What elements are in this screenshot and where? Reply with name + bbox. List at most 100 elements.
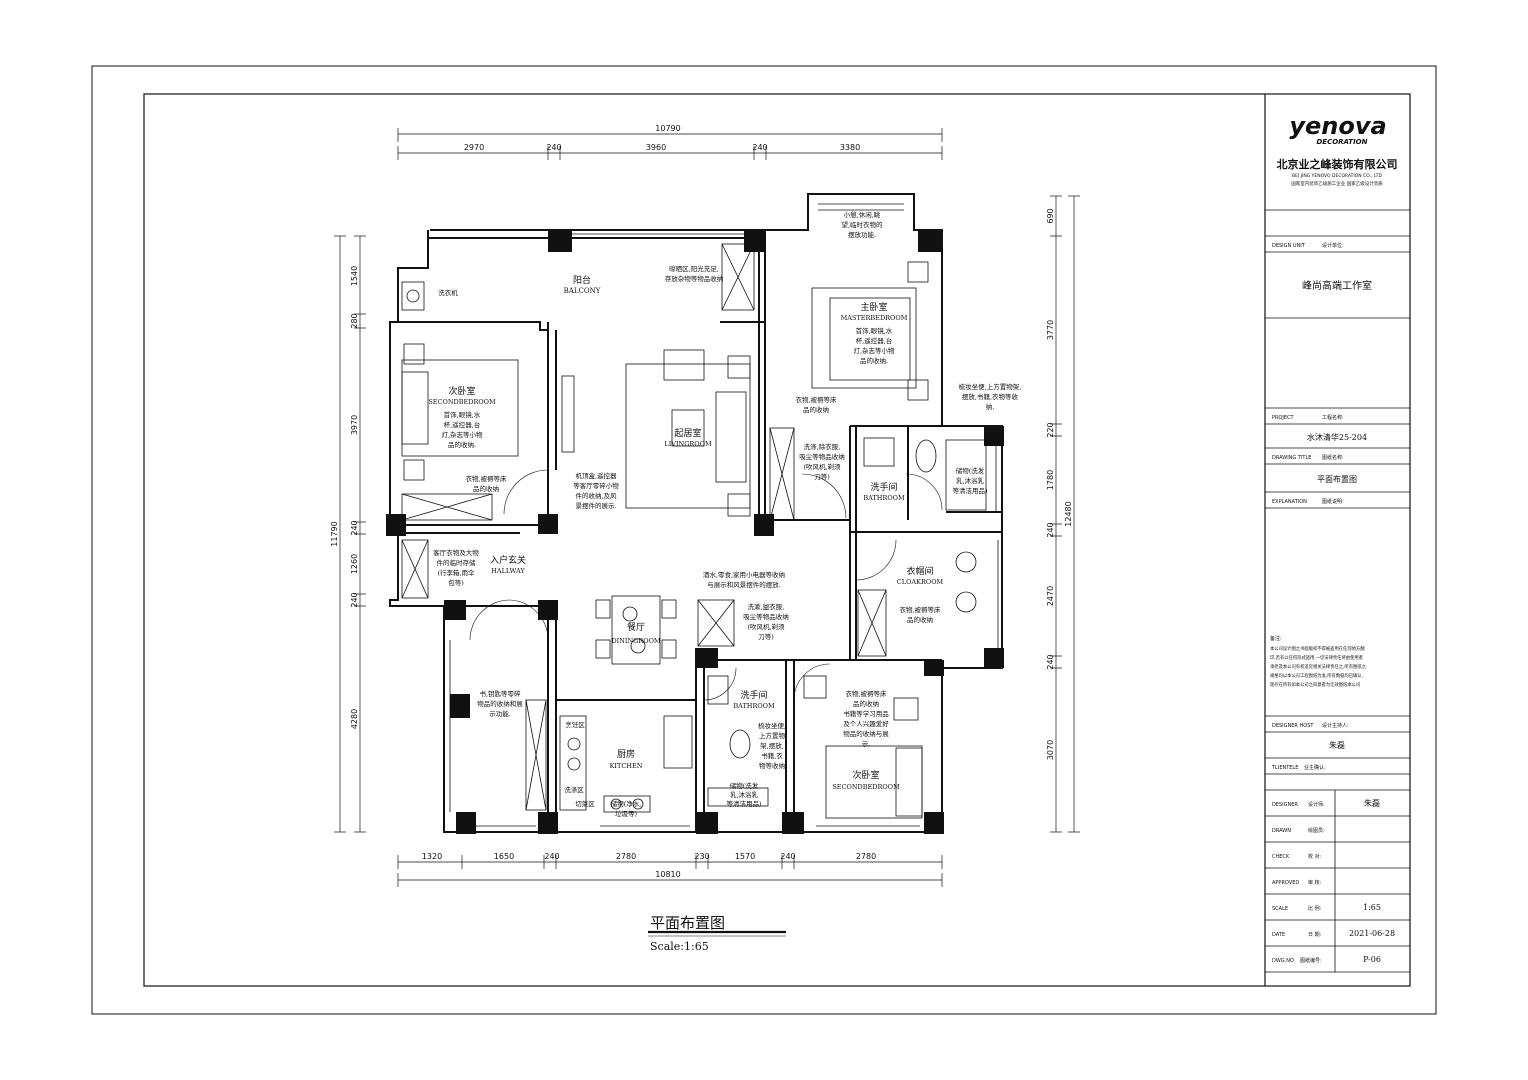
room-note: 垃圾等) [615,809,638,818]
remarks-line: 现存在所有如本公司之同意者为无效图纸本公司 [1270,681,1360,688]
dwg-label-cn: 图纸编号: [1300,957,1322,964]
dim-bottom: 1650 [494,852,514,861]
dimension-lines [334,128,1080,887]
room-name-cn: 厨房 [617,748,635,760]
room-note: 上方置物 [759,731,786,740]
drawing-title-label: DRAWING TITLE [1272,455,1311,461]
remarks-line: 本公司设计图之书面版权不得被盗用在任何地方翻 [1270,645,1365,652]
room-note: 书籍,衣 [761,751,783,760]
client-label-cn: 业主确认: [1304,764,1326,771]
furniture [401,243,987,819]
room-name-en: SECONDBEDROOM [832,783,900,791]
room-note: 首饰,眼镜,水 [856,326,893,335]
room-note: 书籍等学习用品 [843,709,889,718]
dim-right: 3070 [1046,740,1055,760]
fixture-label: 洗衣机 [438,288,458,297]
room-note: 及个人兴趣爱好 [843,719,889,728]
date-label: DATE [1272,932,1285,938]
drawing-title: 平面布置图 [650,914,725,932]
dim-bottom: 1320 [422,852,442,861]
dim-left-total: 11790 [330,521,339,546]
room-note: (吹风机,剃须 [747,622,785,631]
room-note: 衣物,被褥等床 [899,605,941,614]
room-name-en: KITCHEN [610,762,643,770]
room-note: 物品的收纳和展 [477,699,523,708]
room-note: 机顶盒,遥控器 [575,471,617,480]
room-name-cn: 洗手间 [870,481,897,493]
design-unit-label-cn: 设计单位: [1322,242,1344,249]
room-note: 包等) [448,578,464,587]
room-note: 杯,遥控器,台 [444,420,481,429]
room-note: 品的收纳 [907,615,933,624]
room-name-en: BALCONY [564,287,601,295]
project-label: PROJECT [1272,415,1295,421]
dim-top: 3380 [840,143,860,152]
room-note: 吸尘等物品收纳 [743,612,789,621]
dim-top: 240 [752,143,767,152]
room-note: 洗涤,除衣服, [804,442,841,451]
room-note: 晾晒区,阳光充足, [669,264,719,273]
dim-right: 220 [1046,422,1055,437]
brand-sub: DECORATION [1316,138,1367,146]
room-name-en: HALLWAY [491,567,525,575]
room-note: 书,钥匙等零碎 [479,689,521,698]
scale-label: SCALE [1272,906,1288,912]
room-name-en: BATHROOM [733,702,775,710]
room-note: 酒水,零食,家用小电器等收纳 [703,570,785,579]
dim-left: 3970 [350,415,359,435]
room-name-en: MASTERBEDROOM [841,314,908,322]
date-label-cn: 日 期: [1308,932,1322,938]
remarks-title: 备注: [1270,635,1282,642]
room-note: 灯,杂志等小物 [853,346,895,355]
room-note: 衣物,被褥等床 [465,474,507,483]
room-note: 存放杂物等物品收纳 [665,274,724,283]
room-note: 纳. [986,402,995,411]
dimension-text: 10790 2970 240 3960 240 3380 1320 1650 2… [330,124,1073,879]
columns [386,230,1004,834]
date-value: 2021-06-28 [1349,929,1395,938]
room-note: 件的收纳,及风 [575,491,617,500]
room-name-cn: 阳台 [573,274,591,286]
dim-right: 2470 [1046,586,1055,606]
scale-label-cn: 比 例: [1308,905,1322,912]
explanation-label: EXPLANATION [1272,499,1307,505]
room-note: 乳,沐浴乳 [730,790,759,799]
room-note: 望,临时衣物的 [841,220,883,229]
project-label-cn: 工程名称: [1322,414,1344,421]
drawing-title-block: 平面布置图 Scale:1:65 [650,914,725,953]
room-note: 物品的收纳与展 [843,729,889,738]
dim-bottom: 2780 [856,852,876,861]
room-note: (行李箱,雨伞 [437,568,475,577]
room-note: 刀等) [758,632,774,641]
check-label: CHECK [1272,854,1290,860]
company-note: 国家室内装饰乙级施工企业 国家乙级设计资质 [1291,180,1383,187]
room-note: (吹风机,剃须 [803,462,841,471]
room-note: 品的收纳 [803,405,829,414]
doors [469,469,943,701]
dim-bottom-total: 10810 [655,870,680,879]
inner-border [143,93,1411,987]
drawing-title-value: 平面布置图 [1317,474,1357,484]
zone-label: 切菜区 [575,799,595,808]
dwg-value: P-06 [1363,955,1381,964]
dim-top-total: 10790 [655,124,680,133]
dim-top: 2970 [464,143,484,152]
drawn-label-cn: 绘图员: [1308,827,1325,834]
dim-right: 240 [1046,654,1055,669]
room-note: 等清洁用品) [726,799,762,808]
room-note: 摆放功能. [848,230,876,239]
room-name-cn: 餐厅 [627,621,645,633]
room-name-en: BATHROOM [863,494,905,502]
room-name-cn: 入户玄关 [490,554,526,566]
room-note: 品的收纳 [853,699,879,708]
dim-bottom: 2780 [616,852,636,861]
room-name-cn: 主卧室 [860,301,887,313]
company-name-cn: 北京业之峰装饰有限公司 [1277,157,1398,171]
room-name-cn: 洗手间 [740,689,767,701]
room-note: 等客厅零碎小物 [573,481,619,490]
approved-label-cn: 审 核: [1308,879,1322,886]
room-name-cn: 衣帽间 [906,565,933,577]
dim-top: 3960 [646,143,666,152]
drawing-scale: Scale:1:65 [650,940,709,953]
room-note: 品的收纳. [448,440,476,449]
